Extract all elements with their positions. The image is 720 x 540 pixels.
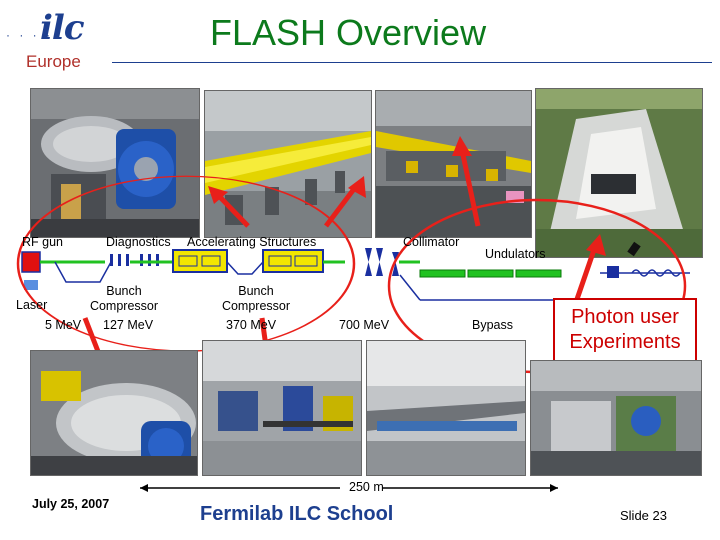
laser-label: Laser — [16, 298, 48, 312]
title-rule — [112, 62, 712, 63]
photon-user-label-line2: Experiments — [569, 331, 681, 353]
photo-accelerator-tunnel — [204, 90, 372, 238]
experiment-station-photo-graphic — [531, 361, 701, 475]
bunch-compressor-2-label-line2: Compressor — [221, 299, 291, 313]
logo-europe-label: Europe — [26, 52, 81, 71]
rf-gun-label: RF gun — [22, 235, 63, 249]
accelerator-tunnel-photo-graphic — [205, 91, 371, 237]
bunch-compressor-1-label-line1: Bunch — [106, 284, 142, 298]
diagnostics-markers — [110, 254, 159, 266]
bunch-compressor-1-chicane — [54, 261, 112, 283]
bypass-label: Bypass — [472, 318, 513, 332]
dump-icon — [607, 266, 619, 278]
undulators-label: Undulators — [485, 247, 546, 261]
footer-date: July 25, 2007 — [32, 497, 110, 511]
photon-user-experiments-box: Photon user Experiments — [553, 298, 697, 362]
logo-dots: · · · · — [6, 28, 53, 42]
accelerating-module-2 — [262, 249, 324, 273]
laser-icon — [24, 280, 38, 290]
gun-area-photo-graphic — [31, 351, 197, 475]
collimator-symbols — [365, 248, 399, 276]
photo-experiment-station — [530, 360, 702, 476]
bypass-line — [399, 274, 421, 301]
scale-bar — [140, 484, 558, 492]
photo-rf-gun — [30, 88, 200, 238]
collimator-label: Collimator — [403, 235, 460, 249]
ilc-logo: ilc — [40, 8, 85, 48]
photo-gun-area — [30, 350, 198, 476]
accelerating-module-1 — [172, 249, 228, 273]
bunch-compressor-2-chicane — [226, 261, 264, 275]
mirror-icon — [627, 241, 641, 257]
undulator-segment — [419, 269, 466, 278]
accelerating-structures-label: Accelerating Structures — [187, 235, 317, 249]
energy-label-5mev: 5 MeV — [45, 318, 82, 332]
undulator-segment — [515, 269, 562, 278]
rf-gun-icon — [21, 251, 41, 273]
footer-school: Fermilab ILC School — [200, 503, 394, 525]
photo-linac-hall — [202, 340, 362, 476]
photon-wave-icon — [631, 269, 681, 277]
scale-label: 250 m — [349, 480, 384, 494]
energy-label-700mev: 700 MeV — [339, 318, 390, 332]
photo-undulator-tunnel — [366, 340, 526, 476]
slide-number: Slide 23 — [620, 508, 667, 523]
collimator-tunnel-photo-graphic — [376, 91, 531, 237]
slide-title: FLASH Overview — [210, 12, 487, 53]
diagnostics-label: Diagnostics — [106, 235, 171, 249]
bunch-compressor-2-label-line1: Bunch — [238, 284, 274, 298]
photon-user-label-line1: Photon user — [571, 306, 679, 328]
energy-label-127mev: 127 MeV — [103, 318, 154, 332]
undulator-segment — [467, 269, 514, 278]
bunch-compressor-1-label-line2: Compressor — [89, 299, 159, 313]
energy-label-370mev: 370 MeV — [226, 318, 277, 332]
photo-collimator-tunnel — [375, 90, 532, 238]
undulator-tunnel-photo-graphic — [367, 341, 525, 475]
linac-hall-photo-graphic — [203, 341, 361, 475]
rf-gun-photo-graphic — [31, 89, 199, 237]
